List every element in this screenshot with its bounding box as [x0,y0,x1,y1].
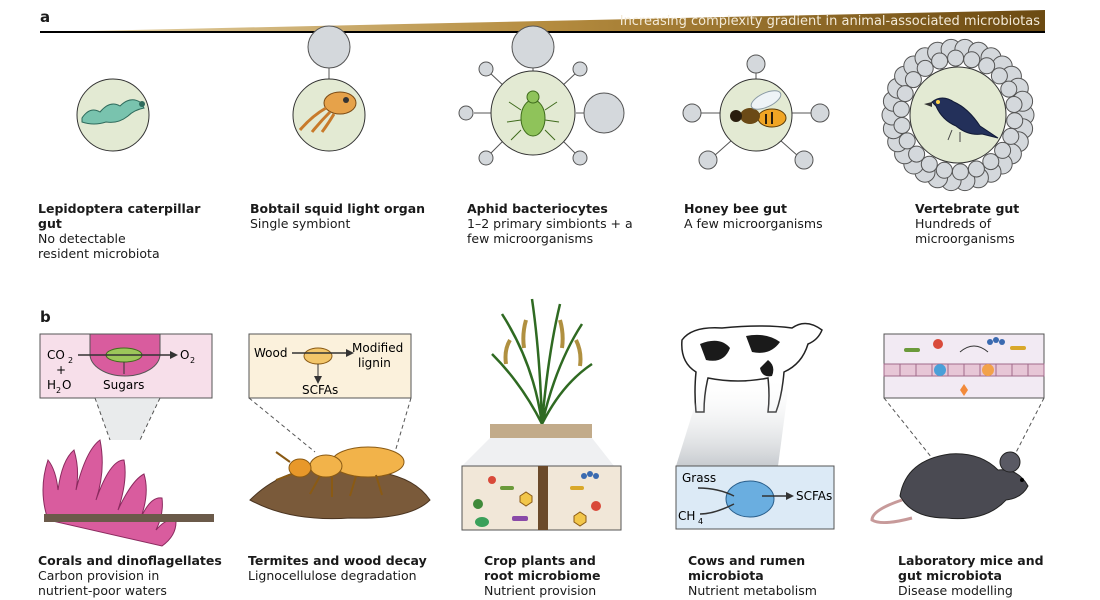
complexity-gradient-label: Increasing complexity gradient in animal… [619,14,1040,29]
microbe-satellite [994,141,1012,159]
microbe-satellite [908,145,926,163]
caption-termites: Termites and wood decay Lignocellulose d… [248,553,448,583]
caption-title: Honey bee gut [684,201,788,216]
co2-label: CO [47,348,65,362]
microbe-satellite [893,117,911,134]
bee-icon [730,90,787,128]
squid-circle [292,25,366,152]
microbe-satellite [898,132,916,150]
microbe-satellite [1006,112,1024,130]
caption-aphid: Aphid bacteriocytes 1–2 primary simbiont… [467,201,637,246]
caption-title: Crop plants and root microbiome [484,553,601,583]
microbe-satellite [1000,80,1018,98]
h2o-h: H [47,378,56,392]
caption-title: Cows and rumen microbiota [688,553,806,583]
microbe-satellite [1005,96,1023,113]
termite-scfas-label: SCFAs [302,383,338,397]
microbe-satellite [951,163,969,181]
caption-subtitle: Nutrient metabolism [688,583,817,598]
caption-mice: Laboratory mice and gut microbiota Disea… [898,553,1058,598]
panel-b-letter: b [40,308,51,326]
caption-subtitle: No detectable resident microbiota [38,231,160,261]
microbe-satellite [892,100,910,118]
plus-label: + [56,363,66,377]
caption-caterpillar: Lepidoptera caterpillar gut No detectabl… [38,201,228,261]
caption-crops: Crop plants and root microbiome Nutrient… [484,553,614,598]
plant-icon [490,298,593,438]
caption-vertebrate: Vertebrate gut Hundreds of microorganism… [915,201,1065,246]
mouse-icon [870,451,1029,525]
ch4-sub: 4 [698,517,703,526]
vertebrate-circle [881,38,1035,192]
panel-a-letter: a [40,8,51,26]
caption-title: Laboratory mice and gut microbiota [898,553,1044,583]
caption-subtitle: 1–2 primary simbionts + a few microorgan… [467,216,633,246]
caption-bee: Honey bee gut A few microorganisms [684,201,874,231]
microbe-satellite [904,71,922,89]
microbe-satellite [896,85,914,103]
co2-sub: 2 [68,356,73,365]
caption-title: Corals and dinoflagellates [38,553,222,568]
caption-subtitle: Disease modelling [898,583,1013,598]
microbe-satellite [982,153,1000,171]
mouse-gut-inset [883,333,1045,399]
caption-cows: Cows and rumen microbiota Nutrient metab… [688,553,828,598]
microbe-satellite [935,161,953,179]
caption-corals: Corals and dinoflagellates Carbon provis… [38,553,238,598]
termite-inset: Wood Modified lignin SCFAs [248,333,412,399]
o2-label: O [180,348,189,362]
microbe-satellite [916,59,934,77]
microbe-satellite [1002,127,1020,145]
h2o-o: O [62,378,71,392]
coral-icon [42,439,214,547]
microbe-satellite [967,160,985,178]
caterpillar-circle [76,78,150,152]
caterpillar-icon [81,99,145,125]
caption-title: Lepidoptera caterpillar gut [38,201,201,231]
caption-squid: Bobtail squid light organ Single symbion… [250,201,440,231]
lignin-label: lignin [358,356,391,370]
caption-title: Aphid bacteriocytes [467,201,608,216]
termite-icon [249,446,431,520]
root-microbiome-inset [461,465,622,531]
microbe-satellite [963,51,981,69]
microbe-satellite [990,67,1008,85]
squid-icon [298,91,357,133]
caption-subtitle: Single symbiont [250,216,351,231]
bird-icon [924,97,999,142]
caption-subtitle: Lignocellulose degradation [248,568,417,583]
rumen-scfas-label: SCFAs [796,489,832,503]
rumen-inset: Grass CH 4 SCFAs [675,465,835,530]
caption-subtitle: Nutrient provision [484,583,597,598]
caption-title: Bobtail squid light organ [250,201,426,216]
coral-inset: CO 2 + H 2 O O 2 Sugars [39,333,213,399]
caption-title: Vertebrate gut [915,201,1020,216]
grass-label: Grass [682,471,716,485]
modified-label: Modified [352,341,403,355]
caption-subtitle: A few microorganisms [684,216,823,231]
bee-circle [682,54,830,170]
h2o-sub: 2 [56,386,61,395]
microbe-satellite [978,57,996,75]
complexity-gradient-wedge [40,10,1045,32]
sugars-label: Sugars [103,378,144,392]
microbe-satellite [920,155,938,173]
microbe-satellite [947,49,965,67]
wood-label: Wood [254,346,287,360]
aphid-icon [506,90,560,141]
caption-subtitle: Carbon provision in nutrient-poor waters [38,568,167,598]
aphid-circle [458,25,625,166]
o2-sub: 2 [190,356,195,365]
caption-title: Termites and wood decay [248,553,427,568]
caption-subtitle: Hundreds of microorganisms [915,216,1015,246]
microbe-satellite [931,52,949,70]
ch4-label: CH [678,509,695,523]
